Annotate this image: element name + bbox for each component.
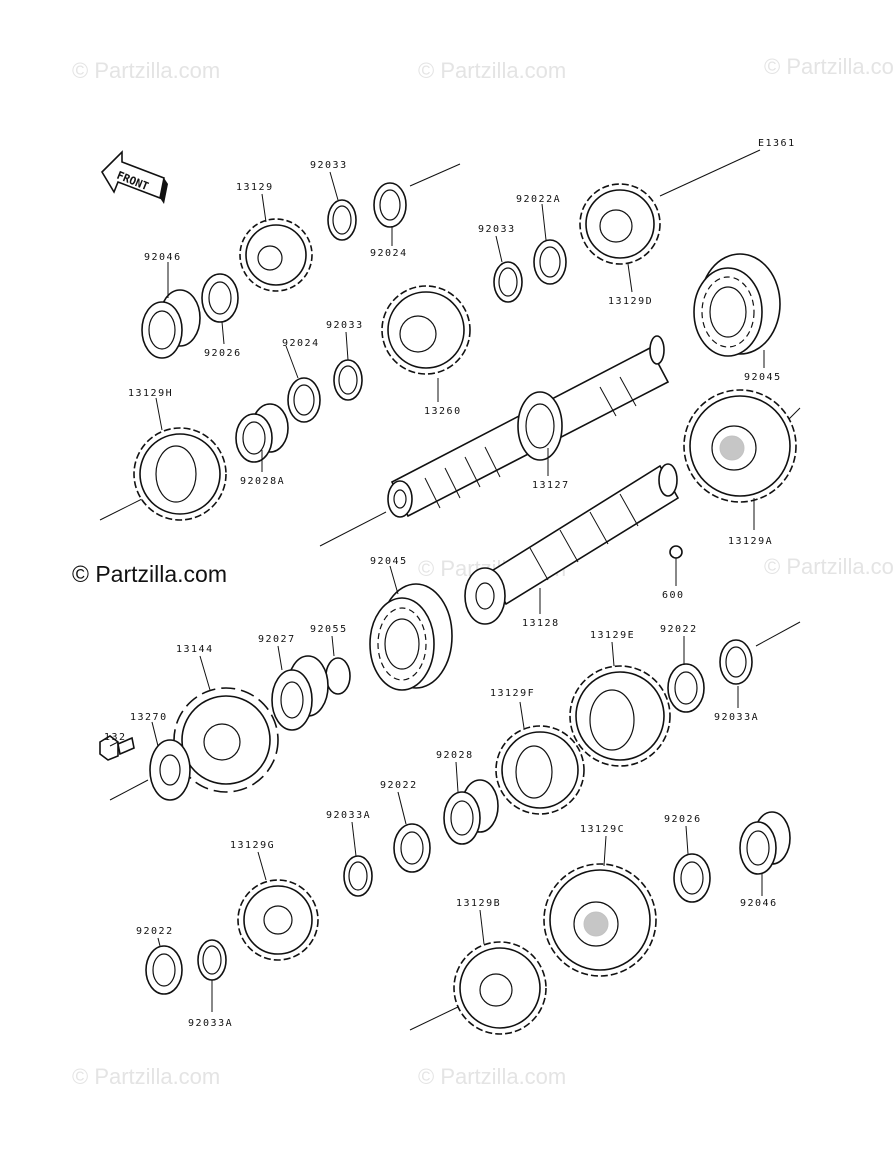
callout-label: 13129A (728, 536, 773, 547)
callout-label: 600 (662, 590, 685, 601)
callout-label: 92033 (478, 224, 516, 235)
callout-label: 92033 (326, 320, 364, 331)
circlip-92033 (327, 199, 357, 241)
collar-92046-lower (739, 811, 791, 875)
callout-label: 92046 (144, 252, 182, 263)
callout-label: 92028A (240, 476, 285, 487)
callout-label: 13127 (532, 480, 570, 491)
callout-label: 132 (104, 732, 127, 743)
callout-label: 13129B (456, 898, 501, 909)
diagram-ref-code: E1361 (758, 138, 796, 149)
main-watermark: © Partzilla.com (72, 561, 227, 587)
callout-label: 92033A (326, 810, 371, 821)
callout-label: 92022 (380, 780, 418, 791)
bearing-92045-upper (693, 253, 781, 357)
callout-label: 92028 (436, 750, 474, 761)
circlip-92033A-right (719, 639, 753, 685)
drive-shaft (464, 463, 680, 625)
axis-line (659, 149, 761, 197)
bolt-132 (99, 735, 135, 761)
washer-92024 (373, 182, 407, 228)
bushing-92028A (235, 403, 289, 463)
gear-13129B (453, 941, 547, 1035)
callout-label: 92055 (310, 624, 348, 635)
gear-13129E (569, 665, 671, 767)
circlip-92033-upper-mid (333, 359, 363, 401)
gear-13129F (495, 725, 585, 815)
gear-13260 (381, 285, 471, 375)
callout-label: 92026 (204, 348, 242, 359)
bearing-92045-lower (369, 583, 453, 691)
collar-92027 (271, 655, 329, 731)
gear-13129 (239, 218, 313, 292)
callout-label: 13129C (580, 824, 625, 835)
axis-line (409, 1005, 461, 1031)
callout-label: 92026 (664, 814, 702, 825)
gear-13129H (133, 427, 227, 521)
steel-ball-600 (669, 545, 683, 559)
callout-label: 92024 (370, 248, 408, 259)
sprocket-13144 (173, 687, 279, 793)
callout-label: 92022 (660, 624, 698, 635)
gear-13129D (579, 183, 661, 265)
washer-92022-mid (393, 823, 431, 873)
callout-label: 92022 (136, 926, 174, 937)
axis-line (319, 511, 387, 547)
callout-label: 13144 (176, 644, 214, 655)
watermark: © Partzilla.com (764, 54, 894, 79)
callout-label: 13129H (128, 388, 173, 399)
axis-line (755, 621, 801, 647)
callout-label: 92046 (740, 898, 778, 909)
front-arrow-icon: FRONT (100, 150, 168, 204)
callout-label: 13270 (130, 712, 168, 723)
callout-label: 92045 (744, 372, 782, 383)
washer-92024-mid (287, 377, 321, 423)
watermark: © Partzilla.com (418, 58, 566, 83)
circlip-92033A-lower (197, 939, 227, 981)
callout-label: 13260 (424, 406, 462, 417)
washer-92026-upper (201, 273, 239, 323)
callout-label: 92033A (188, 1018, 233, 1029)
o-ring-92055 (325, 657, 351, 695)
gear-13129C (543, 863, 657, 977)
watermark: © Partzilla.com (72, 58, 220, 83)
washer-92022-lower (145, 945, 183, 995)
axis-line (99, 495, 149, 521)
washer-92022A (533, 239, 567, 285)
gear-13129A (683, 389, 797, 503)
circlip-92033A-mid (343, 855, 373, 897)
callout-label: 13129G (230, 840, 275, 851)
callout-label: 92024 (282, 338, 320, 349)
callout-label: 92033A (714, 712, 759, 723)
callout-label: 92045 (370, 556, 408, 567)
circlip-92033-mid (493, 261, 523, 303)
callout-label: 92022A (516, 194, 561, 205)
callout-label: 13128 (522, 618, 560, 629)
callout-label: 13129E (590, 630, 635, 641)
washer-92026-lower (673, 853, 711, 903)
callout-label: 13129 (236, 182, 274, 193)
collar-92046-upper (141, 289, 201, 359)
leader-lines (109, 171, 765, 1012)
callout-label: 13129F (490, 688, 535, 699)
axis-line (409, 163, 461, 187)
washer-92022-right (667, 663, 705, 713)
bushing-92028 (443, 779, 499, 845)
main-shaft (387, 335, 670, 518)
callout-label: 92033 (310, 160, 348, 171)
watermark: © Partzilla.com (418, 1064, 566, 1089)
watermark: © Partzilla.com (72, 1064, 220, 1089)
callout-label: 92027 (258, 634, 296, 645)
watermark: © Partzilla.com (764, 554, 894, 579)
callout-labels: 13129 92033 92024 92046 92026 92033 9202… (104, 160, 782, 1029)
gear-13129G (237, 879, 319, 961)
axis-line (109, 779, 149, 801)
lock-plate-13270 (149, 739, 191, 801)
callout-label: 13129D (608, 296, 653, 307)
